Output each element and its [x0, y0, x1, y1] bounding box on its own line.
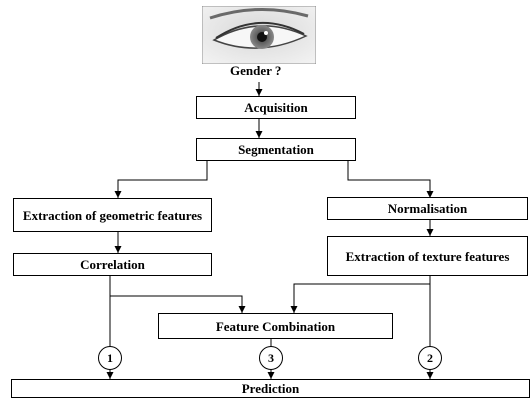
arrow-segmentation-to-geometric: [114, 160, 208, 198]
eye-image: [202, 6, 316, 64]
arrow-segmentation-to-normalisation: [347, 160, 434, 198]
arrow-correlation-to-combination: [110, 295, 246, 313]
step-feature-combination: Feature Combination: [158, 313, 393, 339]
step-prediction: Prediction: [11, 379, 530, 398]
step-normalisation: Normalisation: [327, 197, 528, 220]
arrow-texture-to-combination: [290, 283, 430, 313]
gender-question-label: Gender ?: [230, 63, 282, 78]
step-extraction-texture-features: Extraction of texture features: [327, 236, 528, 276]
step-correlation: Correlation: [13, 253, 212, 276]
step-extraction-geometric-features: Extraction of geometric features: [13, 198, 212, 232]
path-2-marker: 2: [418, 346, 442, 370]
path-3-marker: 3: [259, 346, 283, 370]
path-1-marker: 1: [98, 346, 122, 370]
step-acquisition: Acquisition: [196, 96, 356, 119]
step-segmentation: Segmentation: [196, 138, 356, 161]
